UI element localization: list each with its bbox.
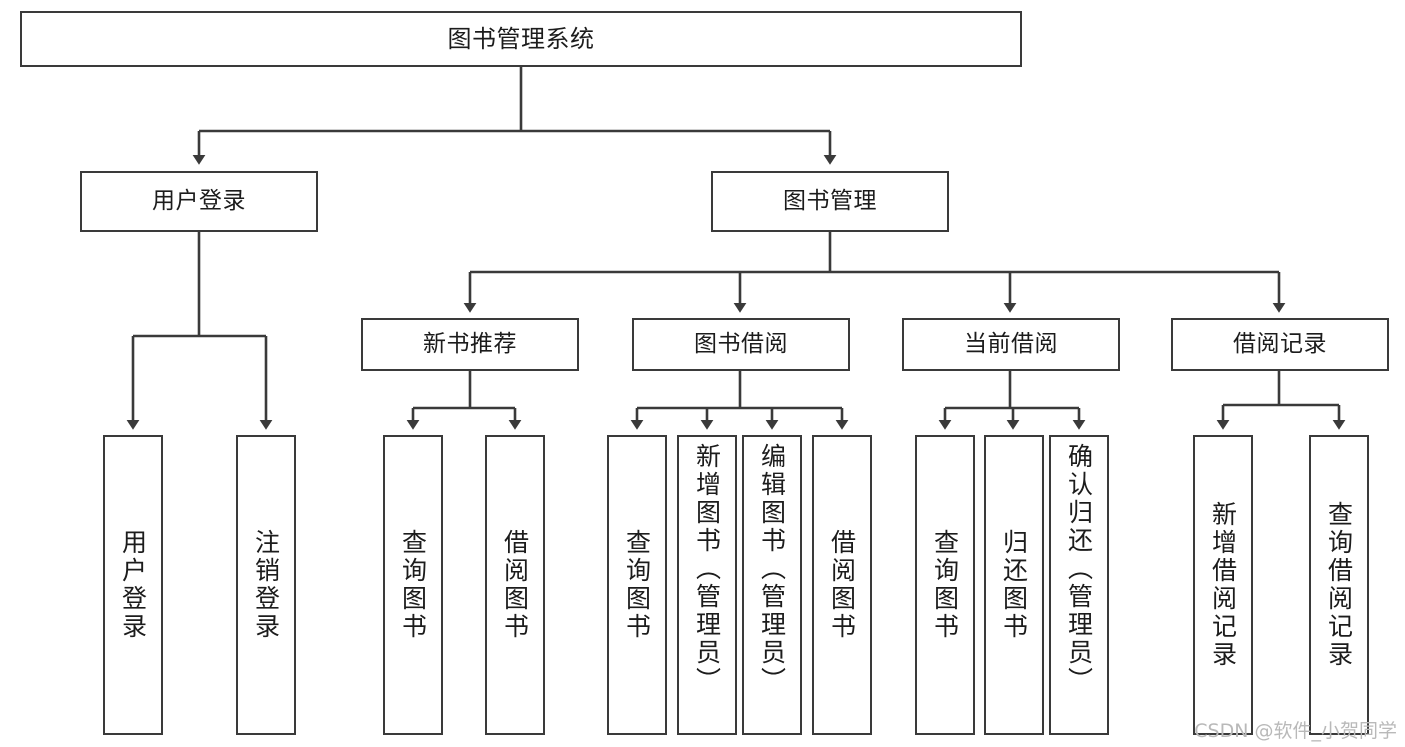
node-book-borrowing[interactable]: 图书借阅	[632, 318, 850, 371]
node-label: 查询借阅记录	[1324, 501, 1354, 669]
leaf-return-book[interactable]: 归还图书	[984, 435, 1044, 735]
leaf-add-book-admin[interactable]: 新增图书（管理员）	[677, 435, 737, 735]
csdn-watermark: CSDN @软件_小贺同学	[1194, 720, 1397, 742]
node-label: 用户登录	[118, 529, 148, 641]
leaf-logout[interactable]: 注销登录	[236, 435, 296, 735]
leaf-query-book-recommendation[interactable]: 查询图书	[383, 435, 443, 735]
leaf-user-login[interactable]: 用户登录	[103, 435, 163, 735]
node-label: 借阅图书	[500, 529, 530, 641]
node-label: 编辑图书（管理员）	[757, 443, 787, 695]
node-label: 新增借阅记录	[1208, 501, 1238, 669]
node-label: 用户登录	[152, 187, 246, 214]
node-label: 注销登录	[251, 529, 281, 641]
node-label: 新增图书（管理员）	[692, 443, 722, 695]
node-label: 借阅图书	[827, 529, 857, 641]
node-user-login[interactable]: 用户登录	[80, 171, 318, 232]
node-label: 确认归还（管理员）	[1064, 443, 1094, 695]
node-label: 图书借阅	[694, 330, 788, 357]
node-book-management[interactable]: 图书管理	[711, 171, 949, 232]
node-label: 查询图书	[622, 529, 652, 641]
leaf-query-book-current[interactable]: 查询图书	[915, 435, 975, 735]
leaf-query-book-borrow[interactable]: 查询图书	[607, 435, 667, 735]
node-label: 图书管理系统	[447, 24, 595, 53]
leaf-confirm-return-admin[interactable]: 确认归还（管理员）	[1049, 435, 1109, 735]
leaf-add-borrow-record[interactable]: 新增借阅记录	[1193, 435, 1253, 735]
leaf-query-borrow-record[interactable]: 查询借阅记录	[1309, 435, 1369, 735]
node-label: 当前借阅	[964, 330, 1058, 357]
node-label: 图书管理	[783, 187, 877, 214]
node-label: 新书推荐	[423, 330, 517, 357]
node-current-borrowing[interactable]: 当前借阅	[902, 318, 1120, 371]
node-root-system[interactable]: 图书管理系统	[20, 11, 1022, 67]
node-borrowing-record[interactable]: 借阅记录	[1171, 318, 1389, 371]
node-label: 归还图书	[999, 529, 1029, 641]
node-new-book-recommendation[interactable]: 新书推荐	[361, 318, 579, 371]
leaf-edit-book-admin[interactable]: 编辑图书（管理员）	[742, 435, 802, 735]
leaf-borrow-book-recommendation[interactable]: 借阅图书	[485, 435, 545, 735]
node-label: 查询图书	[930, 529, 960, 641]
node-label: 借阅记录	[1233, 330, 1327, 357]
node-label: 查询图书	[398, 529, 428, 641]
leaf-borrow-book[interactable]: 借阅图书	[812, 435, 872, 735]
